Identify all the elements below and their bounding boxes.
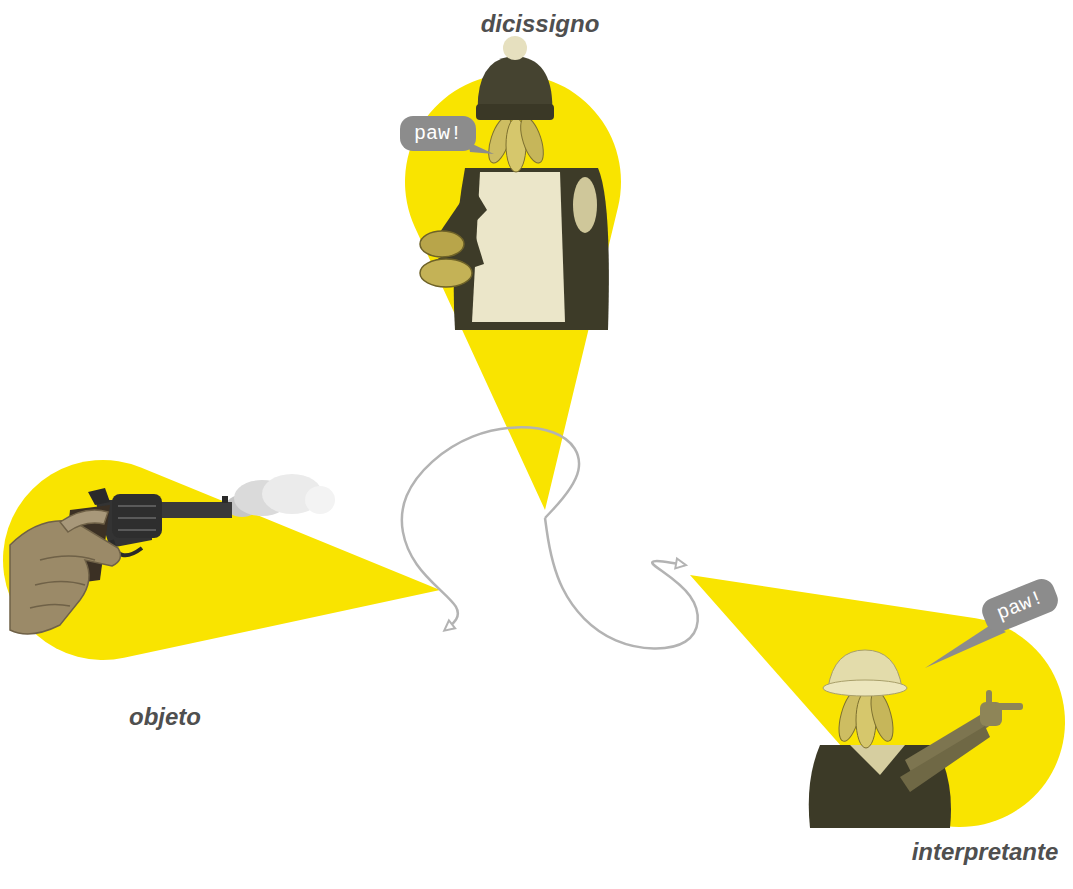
gun-sight	[222, 496, 228, 503]
sign-connector	[545, 518, 698, 649]
glove	[420, 259, 472, 287]
speech-bubble: paw!	[978, 575, 1062, 636]
teardrop-outline	[0, 410, 445, 750]
glove	[420, 231, 464, 257]
gun-flutes	[118, 506, 156, 530]
node-label: dicissigno	[481, 10, 600, 38]
sign-node: dicissigno paw!	[390, 8, 650, 518]
teardrop-shape	[690, 575, 1065, 827]
speech-bubble: paw!	[400, 116, 476, 151]
node-label: interpretante	[912, 838, 1059, 866]
sign-node: interpretante paw!	[685, 560, 1073, 880]
collar	[850, 745, 905, 775]
teardrop-shape	[3, 460, 440, 660]
shirt	[472, 172, 565, 322]
hat-brim	[823, 680, 907, 696]
gun-cylinder	[112, 494, 162, 538]
teardrop-outline	[390, 8, 650, 518]
pompom	[503, 36, 527, 60]
node-label: objeto	[129, 703, 201, 731]
thumb	[986, 690, 992, 705]
gun-barrel	[150, 502, 232, 518]
smoke	[305, 486, 335, 514]
sign-node: objeto	[0, 410, 445, 750]
shoulder	[573, 177, 597, 233]
finger	[995, 703, 1023, 710]
beanie-band	[476, 104, 554, 120]
